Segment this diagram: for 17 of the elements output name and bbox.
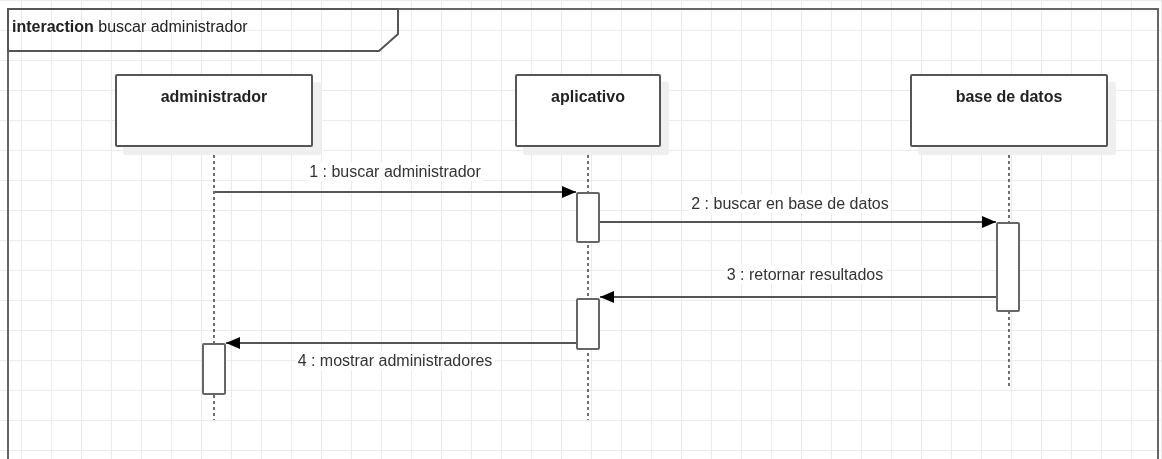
edge-label: 1 : buscar administrador bbox=[307, 162, 483, 181]
edge-label: 2 : buscar en base de datos bbox=[689, 194, 891, 213]
interaction-frame bbox=[7, 8, 1159, 459]
message-arrow bbox=[226, 337, 576, 349]
edge-label: 4 : mostrar administradores bbox=[295, 351, 495, 370]
activation-bar bbox=[576, 192, 600, 243]
activation-bar bbox=[576, 298, 600, 350]
edge-label: 3 : retornar resultados bbox=[724, 265, 886, 284]
participant-name: aplicativo bbox=[551, 88, 625, 107]
message-arrow bbox=[600, 291, 996, 303]
frame-title: interaction buscar administrador bbox=[12, 18, 248, 36]
participant-name: base de datos bbox=[955, 88, 1063, 107]
message-arrow bbox=[600, 216, 996, 228]
activation-bar bbox=[202, 343, 226, 395]
message-arrow bbox=[215, 186, 576, 198]
activation-bar bbox=[996, 222, 1020, 312]
participant-name: administrador bbox=[160, 88, 268, 107]
